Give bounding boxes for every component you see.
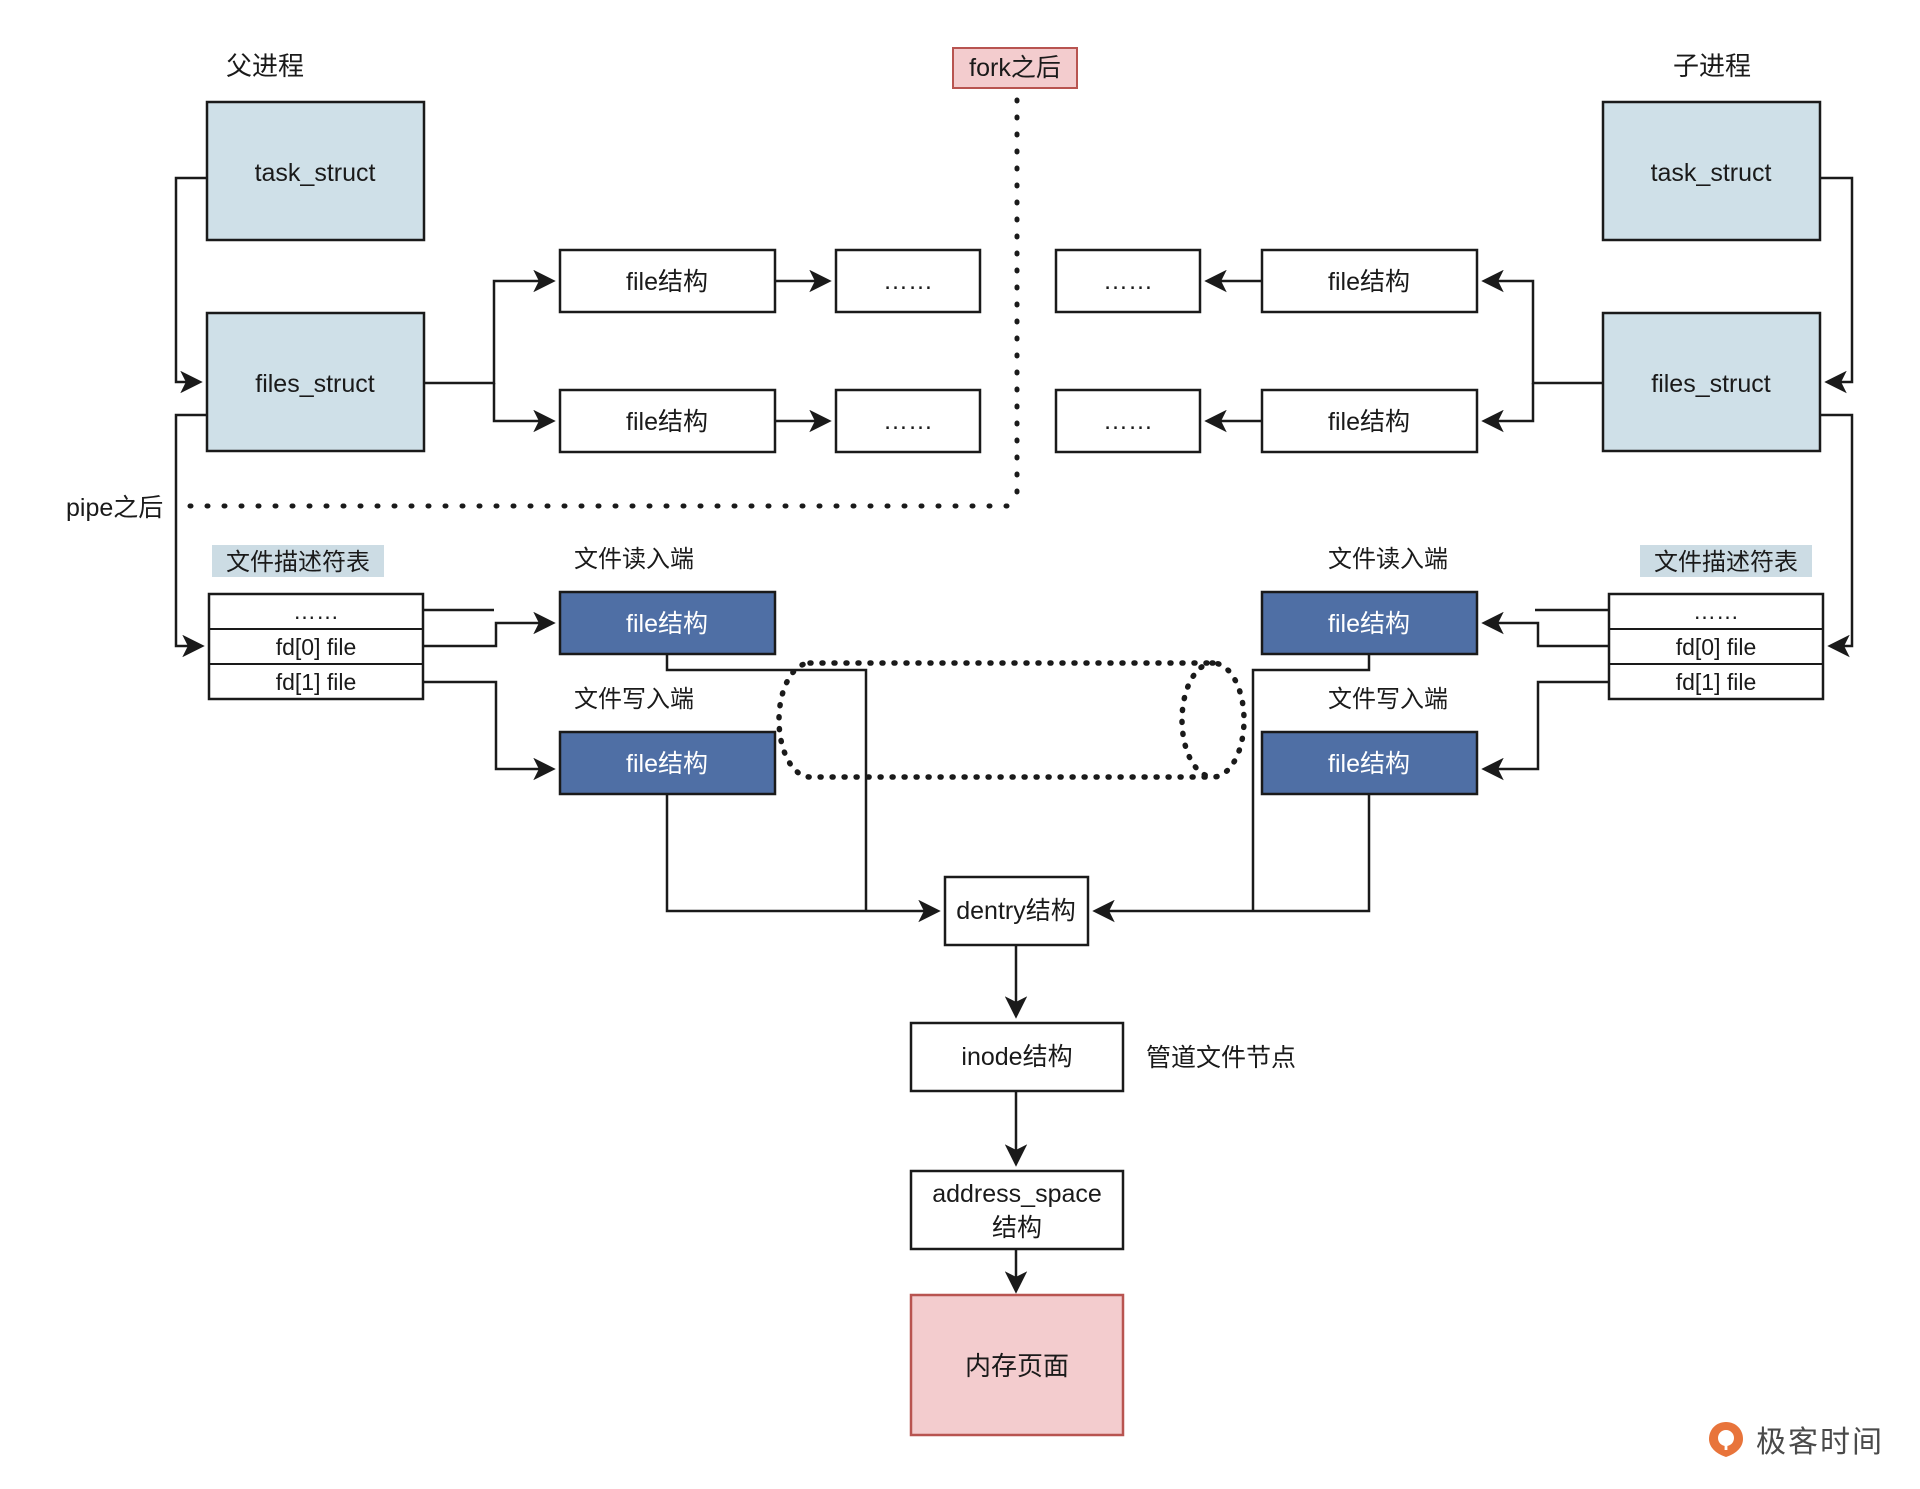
dentry-box-label: dentry结构 (956, 897, 1075, 925)
child-fd-row-1: fd[0] file (1676, 634, 1757, 660)
parent-fd0-to-readend-arrow (423, 611, 556, 648)
child-file-chain-row1: …… file结构 (1054, 248, 1479, 314)
child-fd0-to-readend-arrow (1481, 611, 1609, 648)
child-file-chain-row2-ellipsis: …… (1103, 407, 1153, 435)
watermark-text: 极客时间 (1756, 1425, 1884, 1460)
child-task-to-files-arrow (1820, 176, 1854, 394)
child-write-end-box: file结构 (1260, 730, 1479, 796)
child-read-end-box: file结构 (1260, 590, 1479, 656)
parent-write-end-box: file结构 (558, 730, 777, 796)
child-write-end-box-label: file结构 (1328, 750, 1410, 778)
parent-file-chain-row1-ellipsis: …… (883, 267, 933, 295)
child-files-struct-label: files_struct (1651, 370, 1771, 398)
parent-files-to-chain-connector (424, 269, 556, 385)
child-write-end-label: 文件写入端 (1328, 686, 1448, 713)
child-process-title: 子进程 (1673, 51, 1751, 81)
pipe-marker-label: pipe之后 (66, 494, 163, 522)
child-files-struct-box: files_struct (1601, 311, 1822, 453)
parent-write-end-label: 文件写入端 (574, 686, 694, 713)
inode-box-label: inode结构 (961, 1043, 1072, 1071)
child-read-end-box-label: file结构 (1328, 610, 1410, 638)
address-space-box-label-line2: 结构 (992, 1214, 1042, 1242)
child-task-struct-label: task_struct (1651, 159, 1772, 187)
child-file-chain-row2: …… file结构 (1054, 388, 1479, 454)
parent-read-end-box-label: file结构 (626, 610, 708, 638)
parent-fd-row-2: fd[1] file (276, 669, 357, 695)
child-file-chain-row2-label: file结构 (1328, 408, 1410, 436)
child-fd-row-2: fd[1] file (1676, 669, 1757, 695)
child-files-to-fdtable-arrow (1820, 413, 1854, 658)
geektime-logo-icon (1706, 1419, 1746, 1459)
watermark-logo: 极客时间 (1706, 1417, 1884, 1461)
parent-task-struct-label: task_struct (255, 159, 376, 187)
parent-fd-row-0: …… (293, 598, 339, 624)
parent-files-to-fdtable-arrow (174, 413, 207, 658)
parent-writeend-to-dentry-arrow (665, 794, 941, 923)
fork-marker-label: fork之后 (969, 54, 1061, 82)
parent-file-chain-row1: file结构 …… (558, 248, 982, 314)
parent-fd1-to-writeend-arrow (423, 680, 556, 781)
parent-file-chain-row2-ellipsis: …… (883, 407, 933, 435)
child-fd-table: …… fd[0] file fd[1] file (1607, 592, 1825, 701)
dentry-box: dentry结构 (943, 875, 1090, 947)
child-file-chain-row1-ellipsis: …… (1103, 267, 1153, 295)
child-files-to-chain-connector-2 (1481, 383, 1535, 433)
parent-files-struct-box: files_struct (205, 311, 426, 453)
parent-file-chain-row2-label: file结构 (626, 408, 708, 436)
child-fd1-to-writeend-arrow (1481, 680, 1609, 781)
parent-file-chain-row1-label: file结构 (626, 268, 708, 296)
address-space-box: address_space 结构 (909, 1169, 1125, 1251)
parent-file-chain-row2: file结构 …… (558, 388, 982, 454)
pipe-cylinder-shape (776, 660, 1247, 780)
parent-write-end-box-label: file结构 (626, 750, 708, 778)
parent-read-end-label: 文件读入端 (574, 546, 694, 573)
child-file-chain-row1-label: file结构 (1328, 268, 1410, 296)
memory-page-box: 内存页面 (909, 1293, 1125, 1437)
child-writeend-to-dentry-arrow (1092, 794, 1371, 923)
child-files-to-chain-connector (1481, 269, 1603, 385)
parent-process-title: 父进程 (226, 51, 304, 81)
parent-read-end-box: file结构 (558, 590, 777, 656)
child-task-struct-box: task_struct (1601, 100, 1822, 242)
memory-page-box-label: 内存页面 (965, 1351, 1069, 1381)
parent-fd-table: …… fd[0] file fd[1] file (207, 592, 425, 701)
parent-fd-table-label-group: 文件描述符表 (212, 545, 384, 577)
child-fd-row-0: …… (1693, 598, 1739, 624)
parent-files-struct-label: files_struct (255, 370, 375, 398)
parent-fd-table-label: 文件描述符表 (226, 549, 370, 576)
child-readend-to-dentry-connector (1251, 654, 1371, 911)
parent-fd-row-1: fd[0] file (276, 634, 357, 660)
parent-files-to-chain-connector-2 (492, 383, 556, 433)
parent-task-to-files-arrow (174, 176, 207, 394)
inode-box: inode结构 (909, 1021, 1125, 1093)
parent-readend-to-dentry-connector (665, 654, 868, 911)
fork-marker-badge: fork之后 (952, 47, 1078, 89)
inode-note-label: 管道文件节点 (1146, 1044, 1296, 1072)
child-fd-table-label: 文件描述符表 (1654, 549, 1798, 576)
parent-task-struct-box: task_struct (205, 100, 426, 242)
child-read-end-label: 文件读入端 (1328, 546, 1448, 573)
child-fd-table-label-group: 文件描述符表 (1640, 545, 1812, 577)
address-space-box-label-line1: address_space (932, 1180, 1102, 1208)
